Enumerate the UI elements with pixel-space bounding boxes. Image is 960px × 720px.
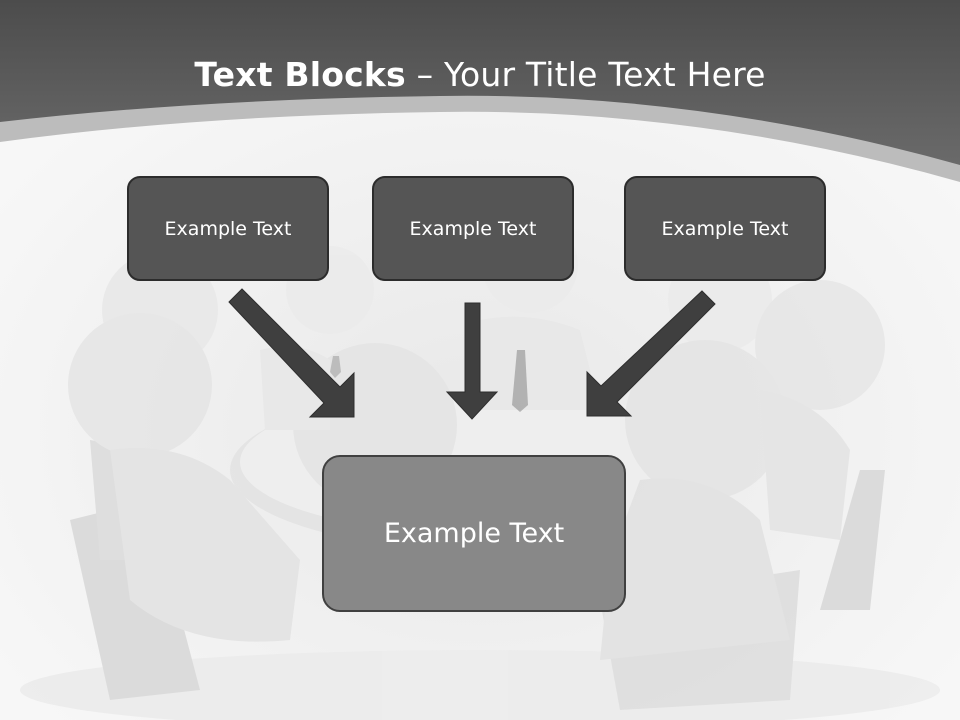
- text-box-top-center[interactable]: Example Text: [372, 176, 574, 281]
- title-rest-part: – Your Title Text Here: [405, 55, 766, 94]
- header-background: [0, 0, 960, 165]
- page-title: Text Blocks – Your Title Text Here: [0, 52, 960, 98]
- text-box-top-center-label: Example Text: [409, 217, 537, 240]
- text-box-main[interactable]: Example Text: [322, 455, 626, 612]
- text-box-top-right[interactable]: Example Text: [624, 176, 826, 281]
- text-box-top-right-label: Example Text: [661, 217, 789, 240]
- meeting-scene: [20, 217, 940, 720]
- text-box-main-label: Example Text: [383, 518, 565, 549]
- text-box-top-left[interactable]: Example Text: [127, 176, 329, 281]
- title-bold-part: Text Blocks: [194, 55, 406, 94]
- text-box-top-left-label: Example Text: [164, 217, 292, 240]
